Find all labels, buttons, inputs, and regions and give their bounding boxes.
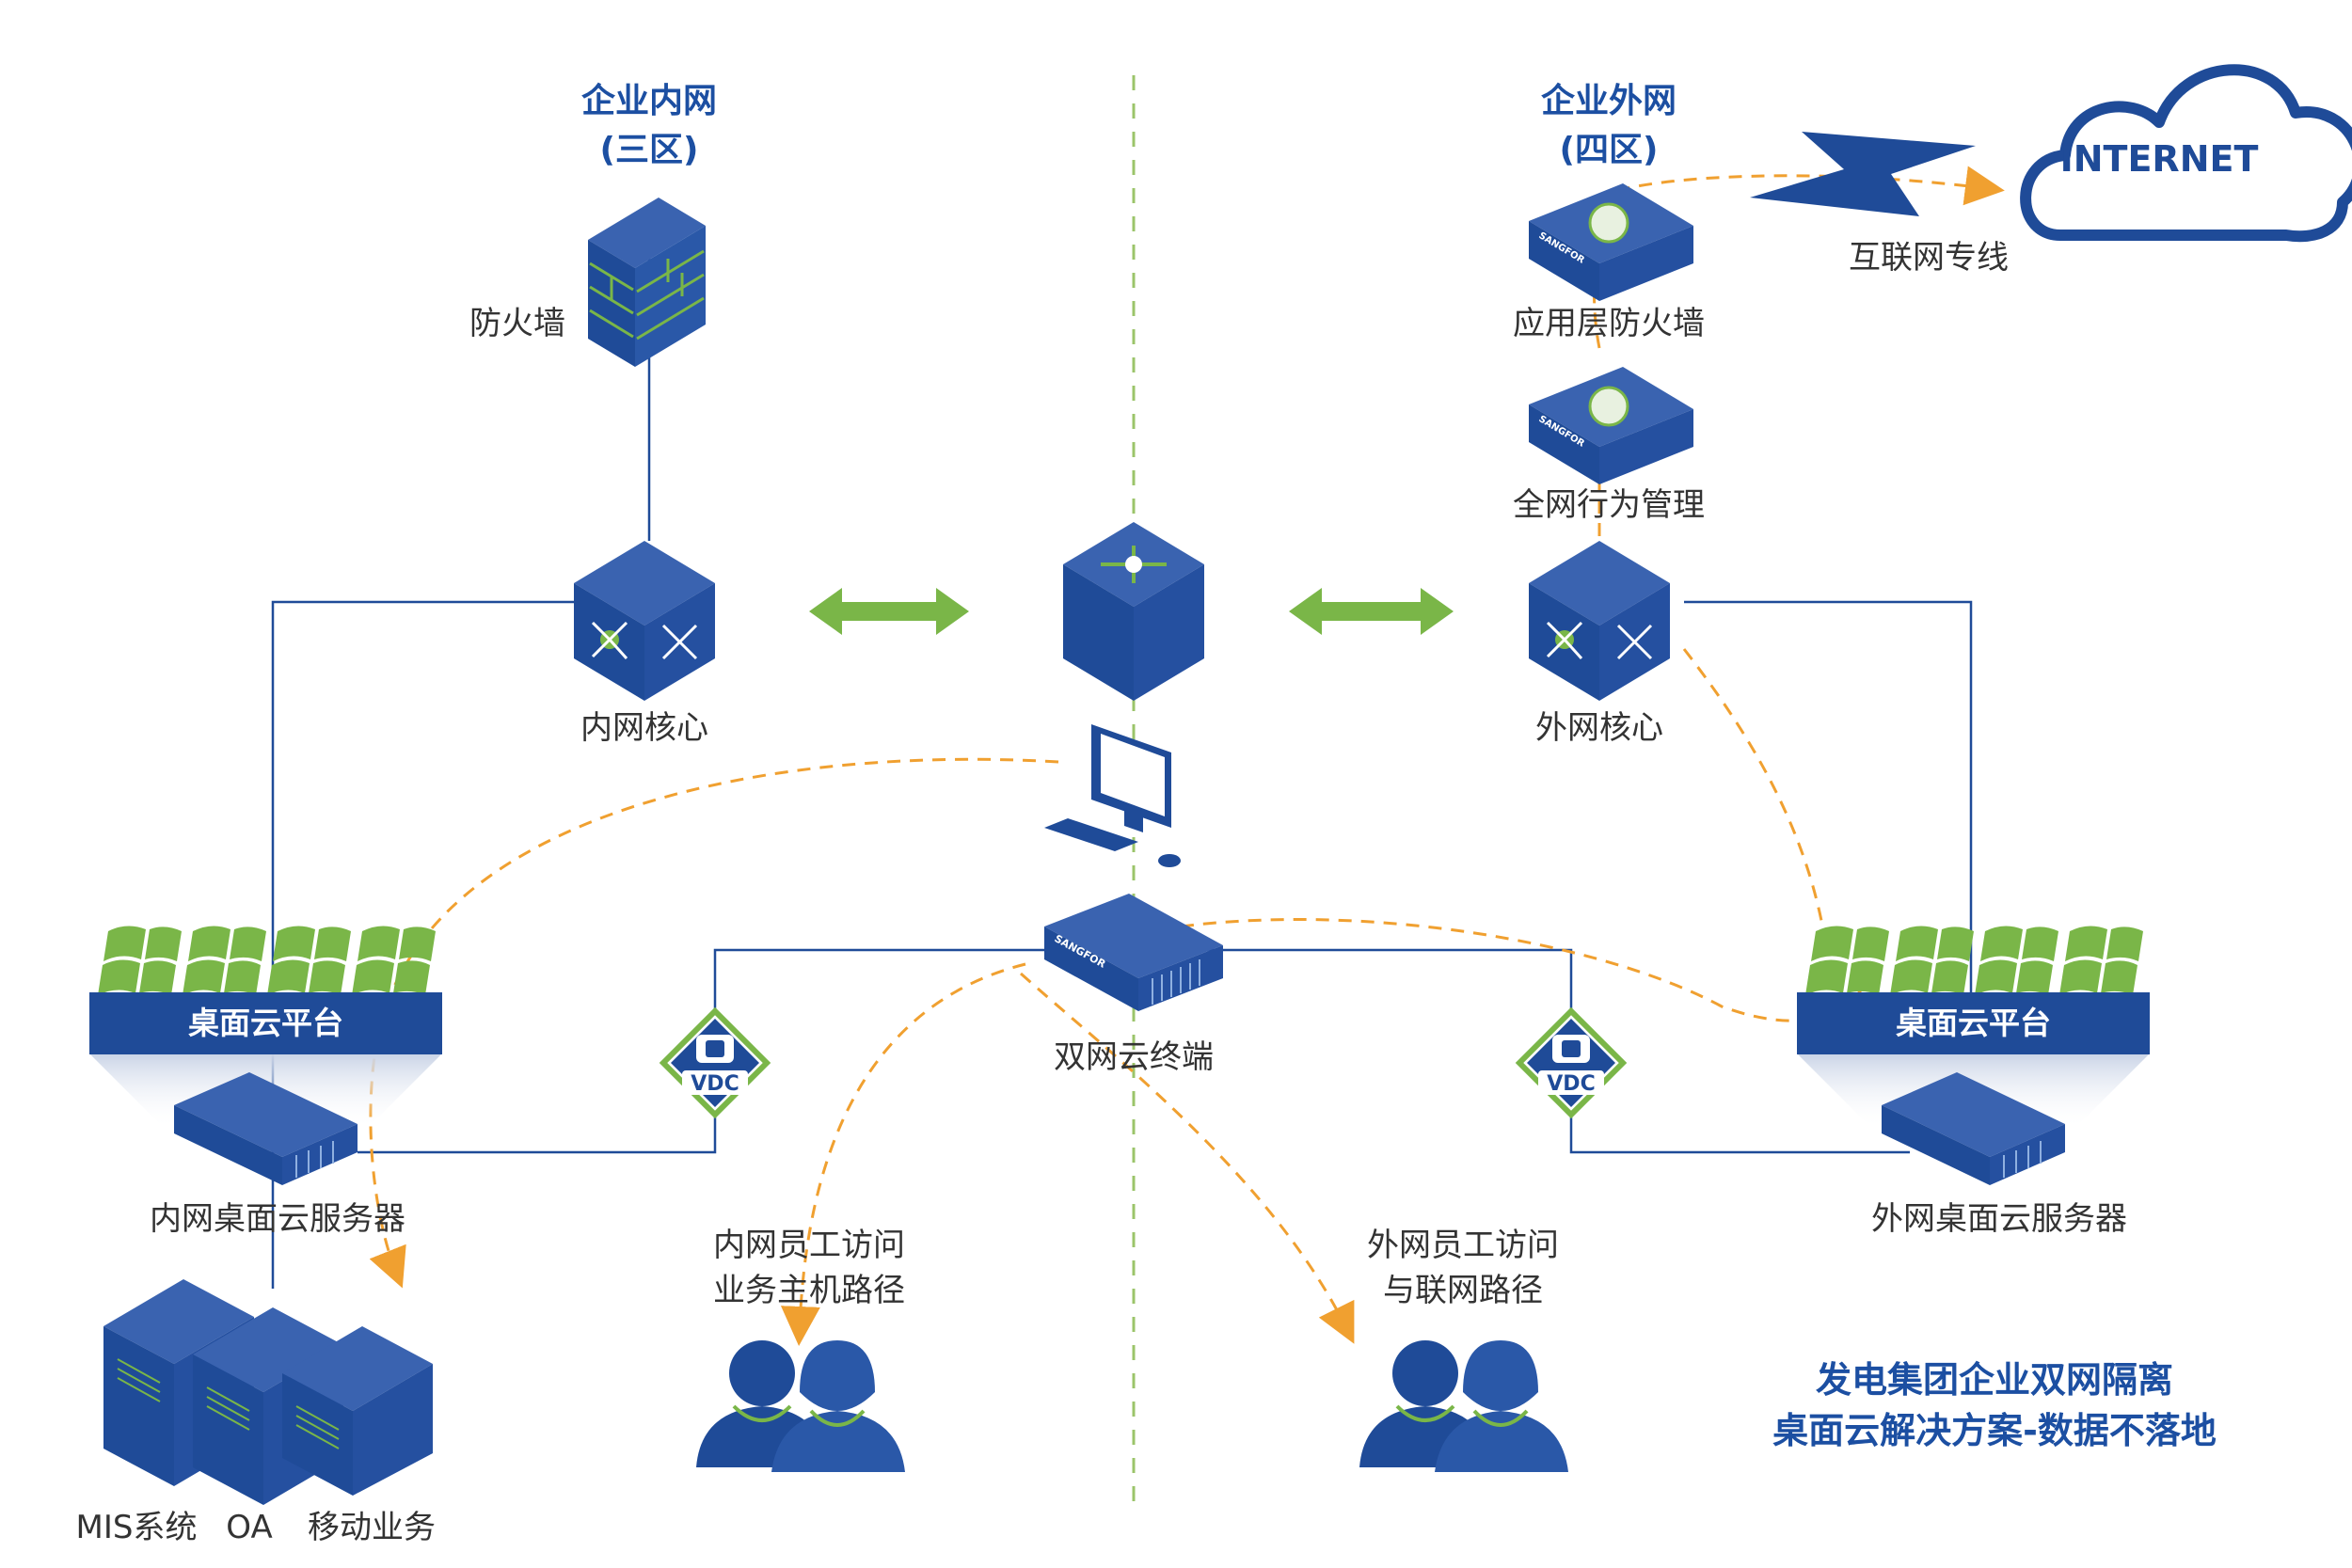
inner-core-label: 内网核心	[580, 709, 708, 747]
outer-core-switch-icon	[1529, 541, 1670, 701]
app-firewall-icon: SANGFOR	[1529, 183, 1693, 301]
firewall-label: 防火墙	[469, 305, 565, 342]
vdc-right-icon: VDC	[1515, 1006, 1628, 1119]
mis-label: MIS系统	[75, 1509, 198, 1546]
vdc-left-label: VDC	[691, 1072, 739, 1096]
dedicated-line-icon	[1750, 132, 1976, 216]
dedicated-line-label: 互联网专线	[1849, 239, 2009, 277]
link-arrow-right	[1289, 588, 1454, 635]
dual-terminal-icon: SANGFOR	[1044, 894, 1223, 1011]
inner-server-icon	[174, 1072, 358, 1185]
caption-line2: 桌面云解决方案-数据不落地	[1772, 1410, 2217, 1451]
outer-core-label: 外网核心	[1535, 709, 1663, 747]
dual-terminal-label: 双网云终端	[1054, 1038, 1214, 1076]
inner-path-label: 内网员工访问 业务主机路径	[696, 1223, 922, 1313]
intranet-zone-title: 企业内网 (三区)	[527, 77, 771, 175]
windows-flags-right	[1805, 926, 2143, 995]
app-firewall-label: 应用层防火墙	[1513, 305, 1705, 342]
inner-staff-icon	[696, 1340, 905, 1472]
inner-platform-banner: 桌面云平台	[89, 992, 442, 1054]
internet-cloud-icon	[2020, 64, 2352, 243]
oa-label: OA	[226, 1509, 273, 1546]
outer-server-icon	[1882, 1072, 2065, 1185]
outer-staff-icon	[1359, 1340, 1568, 1472]
vdc-left-icon: VDC	[659, 1006, 771, 1119]
behavior-mgmt-label: 全网行为管理	[1513, 486, 1705, 524]
intranet-title: 企业内网	[580, 82, 717, 120]
vdc-right-label: VDC	[1547, 1072, 1595, 1096]
inner-path-line2: 业务主机路径	[713, 1272, 905, 1309]
behavior-mgmt-icon: SANGFOR	[1529, 367, 1693, 484]
link-arrow-left	[809, 588, 969, 635]
outer-server-label: 外网桌面云服务器	[1871, 1200, 2127, 1238]
mobile-label: 移动业务	[308, 1509, 436, 1546]
inner-path-line1: 内网员工访问	[713, 1227, 905, 1264]
intranet-subtitle: (三区)	[599, 131, 699, 169]
outer-path-label: 外网员工访问 与联网路径	[1350, 1223, 1576, 1313]
windows-flags-left	[98, 926, 436, 995]
outer-path-line2: 与联网路径	[1383, 1272, 1543, 1309]
extranet-zone-title: 企业外网 (四区)	[1486, 77, 1731, 175]
extranet-title: 企业外网	[1540, 82, 1677, 120]
outer-platform-banner: 桌面云平台	[1797, 992, 2150, 1054]
pc-terminal-icon	[1044, 724, 1181, 867]
inner-server-label: 内网桌面云服务器	[150, 1200, 405, 1238]
internet-label: INTERNET	[2060, 138, 2259, 180]
caption-line1: 发电集团企业双网隔离	[1815, 1359, 2173, 1401]
extranet-subtitle: (四区)	[1559, 131, 1659, 169]
outer-path-line1: 外网员工访问	[1367, 1227, 1559, 1264]
firewall-icon	[588, 198, 706, 367]
business-servers-icon	[103, 1279, 433, 1505]
inner-core-switch-icon	[574, 541, 715, 701]
router-icon	[1063, 522, 1204, 701]
solution-caption: 发电集团企业双网隔离 桌面云解决方案-数据不落地	[1759, 1354, 2230, 1456]
